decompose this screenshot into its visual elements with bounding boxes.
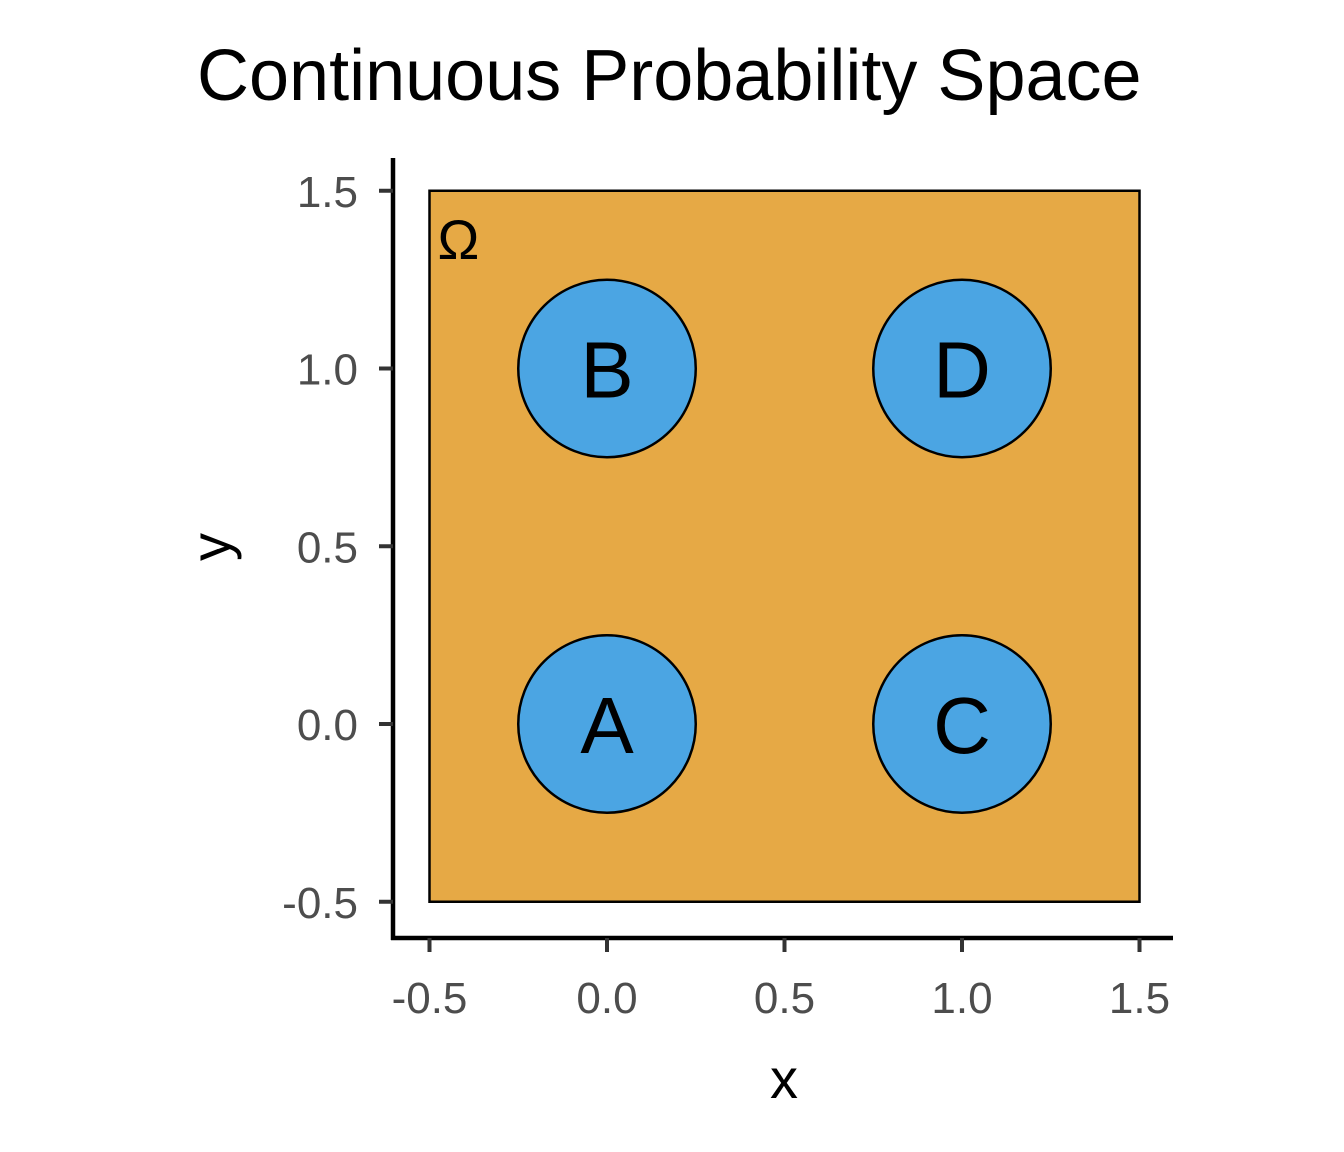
- event-label-c: C: [933, 681, 991, 770]
- event-circle-c: [872, 634, 1052, 814]
- sample-space-rect: [428, 189, 1141, 903]
- x-tick-label: 0.0: [576, 974, 637, 1023]
- event-circle-b: [517, 278, 697, 459]
- event-label-d: D: [933, 326, 991, 415]
- event-circle-a: [517, 634, 697, 814]
- x-axis-title: x: [770, 1047, 798, 1110]
- event-label-b: B: [580, 326, 633, 415]
- y-axis-title: y: [179, 533, 242, 561]
- plot-area: Ω A B C D -0.5 0.0 0.5 1.0 1.5 -0.5 0.0 0.5 1.0 1.5: [282, 158, 1173, 1023]
- y-tick-label: 1.0: [297, 346, 358, 395]
- x-tick-label: 1.5: [1109, 974, 1170, 1023]
- chart-title: Continuous Probability Space: [197, 36, 1142, 116]
- x-tick-label: 0.5: [754, 974, 815, 1023]
- x-tick-label: -0.5: [392, 974, 468, 1023]
- x-tick-label: 1.0: [931, 974, 992, 1023]
- y-tick-label: 0.5: [297, 523, 358, 572]
- event-label-a: A: [580, 681, 634, 770]
- sample-space-label: Ω: [438, 208, 480, 271]
- y-tick-label: -0.5: [282, 879, 358, 928]
- event-circle-d: [872, 278, 1052, 459]
- y-tick-label: 1.5: [297, 168, 358, 217]
- y-tick-label: 0.0: [297, 701, 358, 750]
